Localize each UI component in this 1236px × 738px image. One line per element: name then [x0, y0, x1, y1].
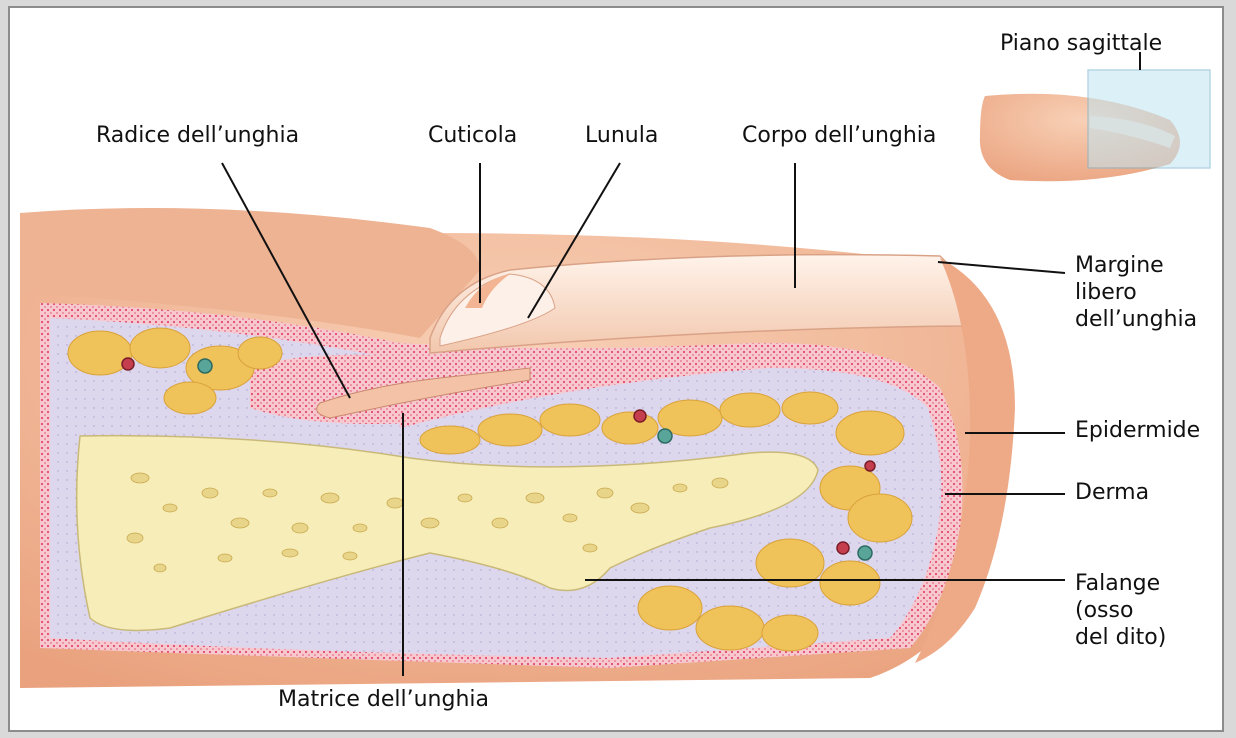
thumb-inset [980, 52, 1210, 181]
label-radice-unghia: Radice dell’unghia [96, 122, 299, 149]
label-corpo-unghia: Corpo dell’unghia [742, 122, 936, 149]
nail-anatomy-illustration [10, 8, 1224, 732]
label-epidermide: Epidermide [1075, 417, 1200, 444]
label-matrice-unghia: Matrice dell’unghia [278, 686, 489, 713]
label-margine-libero: Margine libero dell’unghia [1075, 252, 1197, 333]
label-derma: Derma [1075, 479, 1149, 506]
label-falange: Falange (osso del dito) [1075, 570, 1166, 651]
label-cuticola: Cuticola [428, 122, 517, 149]
diagram-frame: Piano sagittale Radice dell’unghia Cutic… [8, 6, 1224, 732]
label-lunula: Lunula [585, 122, 658, 149]
label-piano-sagittale: Piano sagittale [1000, 30, 1162, 57]
finger-section [20, 208, 1015, 688]
